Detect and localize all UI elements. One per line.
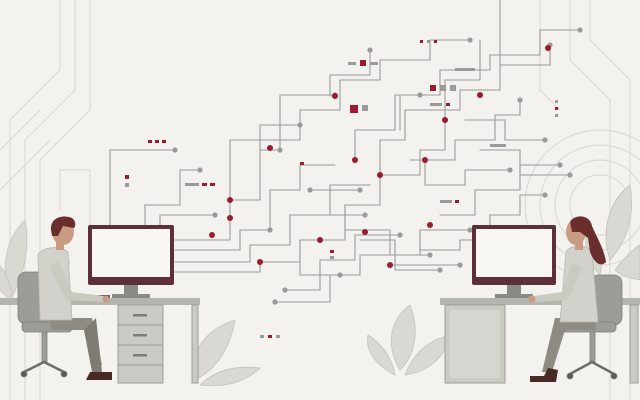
network-nodes-grey	[172, 27, 583, 305]
network-lines	[109, 0, 581, 303]
right-monitor	[472, 225, 556, 298]
left-workstation	[0, 216, 200, 384]
right-worker	[528, 216, 606, 382]
left-worker	[37, 216, 112, 380]
data-marks	[125, 40, 579, 338]
network-nodes-accent	[209, 45, 551, 268]
left-monitor	[88, 225, 174, 298]
right-workstation	[440, 216, 640, 384]
left-drawer-unit	[117, 304, 164, 384]
